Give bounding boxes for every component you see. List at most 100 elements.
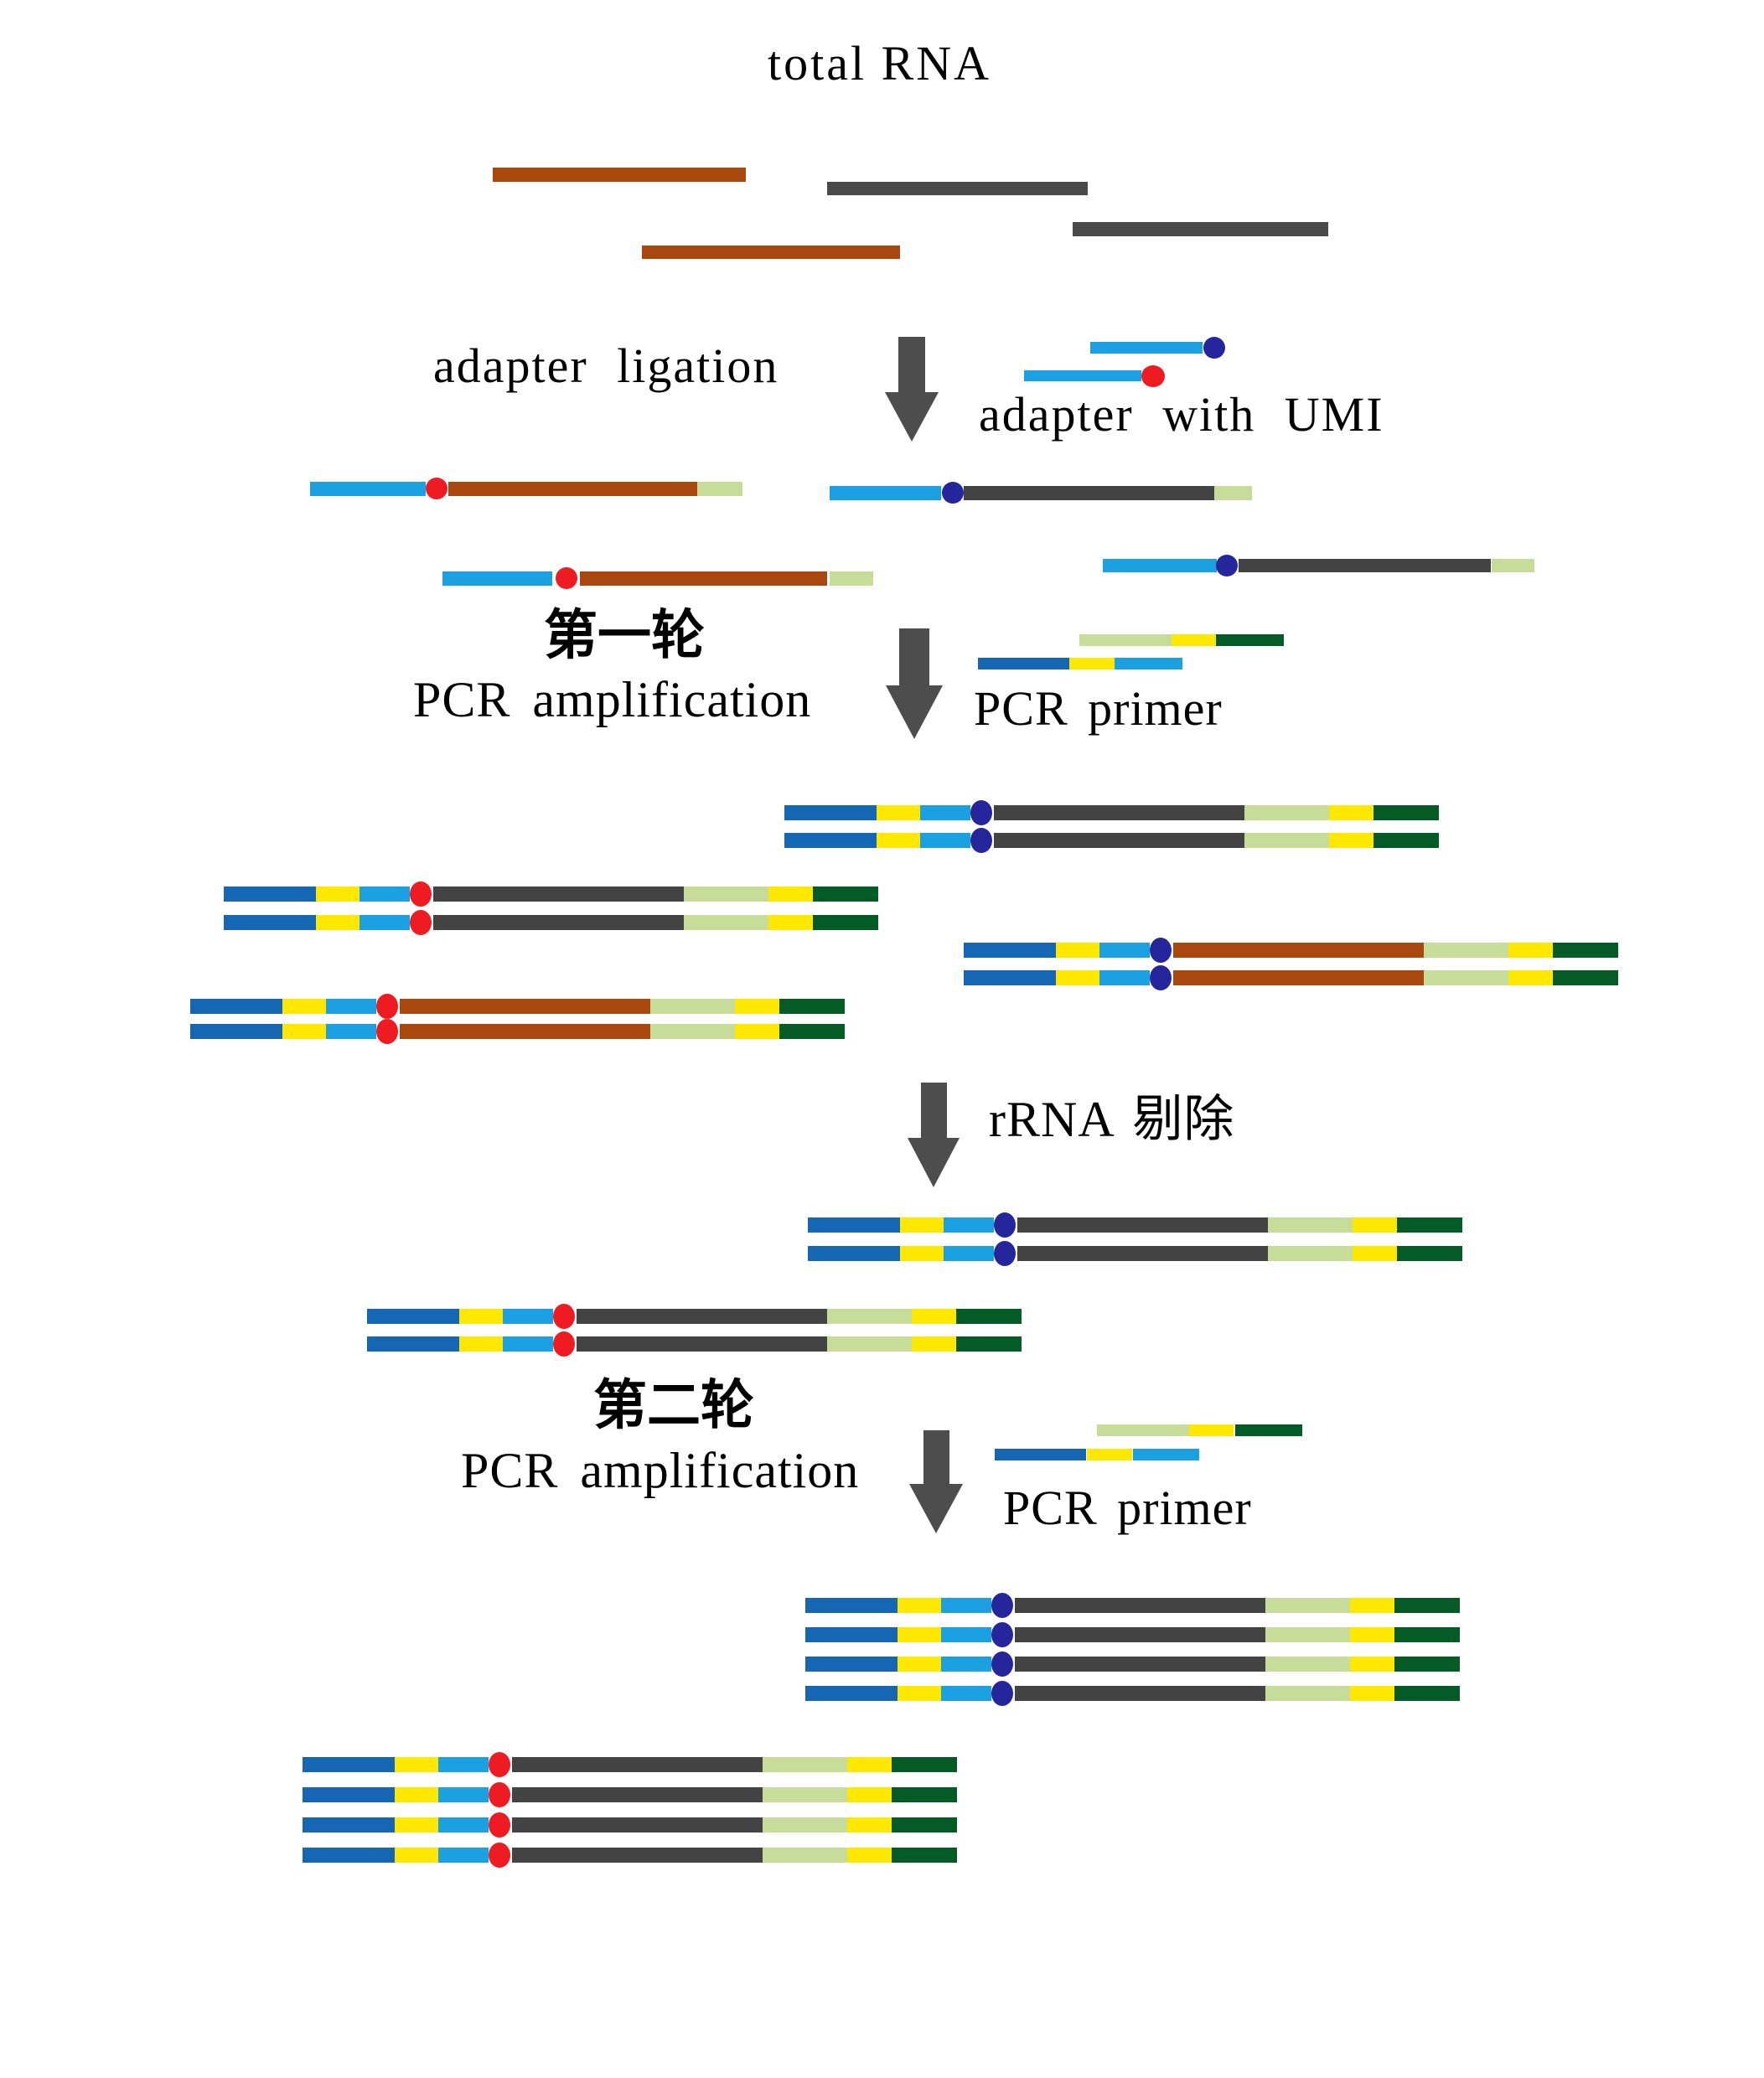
pcr1-product-red-gray-strand1-seg-darkgreen (813, 887, 878, 902)
pcr1-product-navy-gray-strand1-seg-gray (994, 805, 1244, 820)
adapter-umi-red-bar (1024, 370, 1141, 381)
ligated-rna-navy-gray-2-seg-palegreen (1492, 559, 1534, 572)
pcr2-product-navy-gray-strand1-umi-dot (991, 1593, 1013, 1618)
pcr1-product-navy-brown-strand1-seg-yellow (1508, 943, 1553, 958)
label-rrna-removal: rRNA 剔除 (989, 1092, 1235, 1147)
pcr1-product-navy-gray-strand2-seg-cyan (920, 833, 970, 848)
arrow-adapter-ligation-head (885, 392, 939, 442)
rrna-depleted-red-gray-strand2-seg-darkgreen (956, 1336, 1022, 1352)
pcr2-product-navy-gray-strand3-seg-yellow (1350, 1657, 1394, 1672)
rna-fragment-gray-2 (1073, 222, 1328, 236)
rrna-depleted-red-gray-strand1-seg-gray (577, 1309, 827, 1324)
pcr2-product-red-gray-strand2-seg-cyan (438, 1787, 489, 1802)
pcr1-product-red-gray-strand2-seg-gray (433, 915, 684, 930)
pcr1-primer-top-seg-palegreen (1079, 634, 1172, 646)
pcr1-product-navy-gray-strand2-seg-yellow (877, 833, 920, 848)
pcr1-product-red-gray-strand1-umi-dot (410, 881, 432, 907)
pcr2-product-navy-gray-strand2-seg-palegreen (1265, 1627, 1350, 1642)
pcr1-product-navy-gray-strand1-seg-yellow (1329, 805, 1373, 820)
rrna-depleted-red-gray-strand1-seg-cyan (503, 1309, 553, 1324)
rrna-depleted-navy-gray-strand2-seg-palegreen (1268, 1246, 1353, 1261)
ligated-rna-navy-gray-2-seg-cyan (1103, 559, 1217, 572)
rrna-depleted-red-gray-strand2-seg-gray (577, 1336, 827, 1352)
pcr2-product-navy-gray-strand4-seg-cyan (941, 1686, 991, 1701)
adapter-umi-navy-umi-dot (1203, 337, 1225, 359)
pcr2-product-red-gray-strand4-seg-darkgreen (892, 1848, 957, 1863)
pcr2-primer-bottom-seg-blue (995, 1449, 1086, 1460)
rrna-depleted-navy-gray-strand2-seg-yellow (900, 1246, 944, 1261)
pcr1-product-red-brown-strand1-umi-dot (376, 994, 398, 1019)
pcr2-product-navy-gray-strand2-seg-cyan (941, 1627, 991, 1642)
pcr2-product-red-gray-strand4-umi-dot (489, 1843, 510, 1868)
rrna-depleted-red-gray-strand2-seg-cyan (503, 1336, 553, 1352)
pcr2-product-navy-gray-strand1-seg-palegreen (1265, 1598, 1350, 1613)
pcr2-product-navy-gray-strand3-seg-yellow (898, 1657, 941, 1672)
ligated-rna-navy-gray-2-umi-dot (1216, 555, 1238, 576)
pcr2-product-navy-gray-strand2-seg-darkgreen (1394, 1627, 1460, 1642)
ligated-rna-red-brown-2-umi-dot (556, 567, 577, 589)
pcr1-product-navy-brown-strand1-seg-darkgreen (1553, 943, 1618, 958)
pcr1-product-red-gray-strand1-seg-yellow (768, 887, 813, 902)
pcr1-product-red-gray-strand1-seg-gray (433, 887, 684, 902)
pcr1-product-navy-brown-strand2-seg-yellow (1508, 970, 1553, 985)
label-round1-zh: 第一轮 (544, 605, 705, 665)
ligated-rna-red-brown-1-seg-brown (448, 482, 697, 496)
pcr2-product-red-gray-strand1-seg-darkgreen (892, 1757, 957, 1772)
rrna-depleted-red-gray-strand2-seg-yellow (912, 1336, 956, 1352)
rrna-depleted-red-gray-strand1-seg-palegreen (827, 1309, 912, 1324)
pcr1-product-red-gray-strand1-seg-blue (224, 887, 316, 902)
rrna-depleted-red-gray-strand2-seg-yellow (459, 1336, 503, 1352)
label-pcr-primer-1: PCR primer (974, 681, 1223, 736)
rrna-depleted-red-gray-strand1-umi-dot (553, 1304, 575, 1329)
pcr2-product-navy-gray-strand3-umi-dot (991, 1652, 1013, 1677)
pcr2-product-red-gray-strand3-seg-darkgreen (892, 1817, 957, 1832)
pcr1-product-red-brown-strand2-umi-dot (376, 1019, 398, 1044)
pcr2-product-navy-gray-strand3-seg-cyan (941, 1657, 991, 1672)
pcr1-product-navy-brown-strand1-umi-dot (1150, 938, 1172, 963)
ligated-rna-red-brown-2-seg-palegreen (830, 571, 873, 586)
pcr2-primer-top-seg-palegreen (1097, 1424, 1189, 1436)
ligated-rna-navy-gray-1-seg-gray (964, 486, 1214, 500)
pcr2-product-red-gray-strand3-seg-palegreen (763, 1817, 847, 1832)
pcr1-product-red-gray-strand1-seg-palegreen (684, 887, 768, 902)
pcr1-product-navy-brown-strand2-seg-cyan (1099, 970, 1150, 985)
label-round2-zh: 第二轮 (593, 1375, 754, 1435)
pcr2-product-red-gray-strand1-umi-dot (489, 1752, 510, 1777)
pcr2-product-red-gray-strand1-seg-blue (303, 1757, 395, 1772)
rrna-depleted-red-gray-strand1-seg-yellow (459, 1309, 503, 1324)
pcr2-product-navy-gray-strand4-seg-palegreen (1265, 1686, 1350, 1701)
pcr1-product-red-brown-strand2-seg-palegreen (650, 1024, 735, 1039)
rrna-depleted-navy-gray-strand2-seg-blue (808, 1246, 900, 1261)
pcr2-product-red-gray-strand4-seg-palegreen (763, 1848, 847, 1863)
pcr1-product-red-brown-strand2-seg-brown (400, 1024, 650, 1039)
pcr2-product-red-gray-strand4-seg-blue (303, 1848, 395, 1863)
pcr1-product-navy-gray-strand1-seg-darkgreen (1373, 805, 1439, 820)
pcr1-product-navy-brown-strand1-seg-palegreen (1424, 943, 1508, 958)
pcr1-product-red-gray-strand2-seg-yellow (316, 915, 360, 930)
pcr2-product-navy-gray-strand1-seg-yellow (1350, 1598, 1394, 1613)
pcr1-product-navy-brown-strand2-seg-blue (964, 970, 1056, 985)
pcr2-product-navy-gray-strand1-seg-blue (805, 1598, 898, 1613)
pcr2-product-navy-gray-strand2-umi-dot (991, 1622, 1013, 1647)
pcr1-product-red-gray-strand2-seg-cyan (360, 915, 410, 930)
pcr1-product-red-gray-strand2-umi-dot (410, 910, 432, 935)
rrna-depleted-red-gray-strand2-seg-palegreen (827, 1336, 912, 1352)
pcr2-product-navy-gray-strand1-seg-cyan (941, 1598, 991, 1613)
rrna-depleted-red-gray-strand2-seg-blue (367, 1336, 459, 1352)
pcr1-product-red-gray-strand1-seg-yellow (316, 887, 360, 902)
rrna-depleted-red-gray-strand2-umi-dot (553, 1331, 575, 1357)
pcr1-product-red-brown-strand1-seg-brown (400, 999, 650, 1014)
pcr1-product-red-brown-strand1-seg-darkgreen (779, 999, 845, 1014)
pcr2-product-red-gray-strand2-seg-blue (303, 1787, 395, 1802)
ligated-rna-red-brown-1-seg-cyan (310, 482, 426, 496)
pcr1-product-red-gray-strand2-seg-yellow (768, 915, 813, 930)
pcr2-primer-top-seg-yellow (1189, 1424, 1234, 1436)
pcr1-primer-top-seg-darkgreen (1216, 634, 1284, 646)
pcr2-product-red-gray-strand3-seg-yellow (847, 1817, 892, 1832)
pcr2-product-navy-gray-strand3-seg-palegreen (1265, 1657, 1350, 1672)
pcr2-product-navy-gray-strand2-seg-yellow (898, 1627, 941, 1642)
pcr2-product-navy-gray-strand4-seg-yellow (1350, 1686, 1394, 1701)
pcr2-product-red-gray-strand2-seg-palegreen (763, 1787, 847, 1802)
pcr2-product-navy-gray-strand3-seg-blue (805, 1657, 898, 1672)
title-total-rna: total RNA (768, 36, 992, 90)
